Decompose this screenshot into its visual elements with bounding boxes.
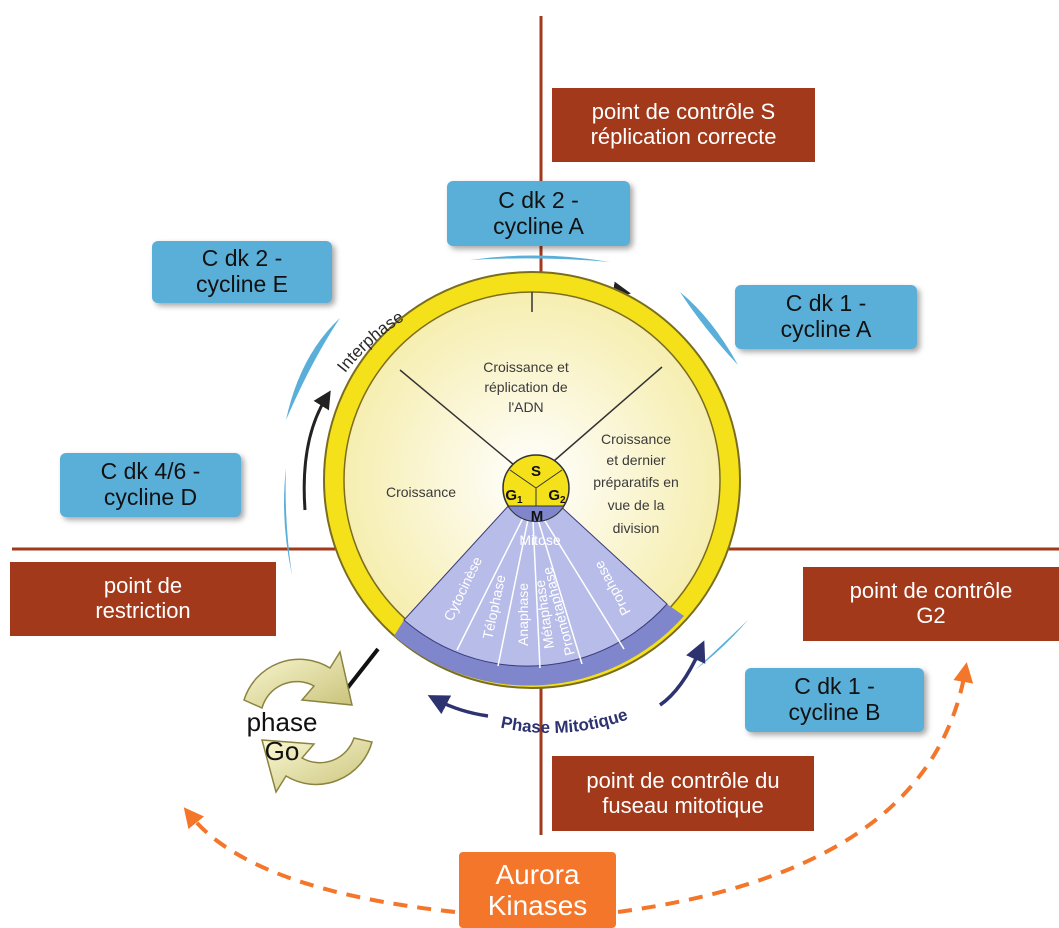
checkpoint-s-line1: point de contrôle S <box>591 99 776 125</box>
phase-anaphase: Anaphase <box>515 583 531 646</box>
s-sector-line2: réplication de <box>484 379 567 395</box>
checkpoint-s-line2: réplication correcte <box>590 124 777 149</box>
checkpoint-restriction-line2: restriction <box>95 598 191 623</box>
aurora-arrow-right <box>617 662 974 914</box>
cyclin-wedge-left <box>284 468 292 575</box>
mitotic-phase-label: Phase Mitotique <box>499 705 630 737</box>
g1-sector-label: Croissance <box>386 484 456 500</box>
checkpoint-spindle-line2: fuseau mitotique <box>602 792 764 818</box>
cdk2-cyclin-e-box: C dk 2 - cycline E <box>152 241 332 303</box>
cyclin-wedge-upper-left <box>286 318 340 420</box>
checkpoint-spindle-box: point de contrôle du fuseau mitotique <box>552 756 814 831</box>
checkpoint-g2-line2: G2 <box>916 603 946 628</box>
mitotic-phase-dividers <box>456 499 625 669</box>
cdk1-cyclin-b-line2: cycline B <box>788 699 881 725</box>
cdk2-cyclin-e-line2: cycline E <box>195 271 289 297</box>
g2-sector-line1: Croissance <box>601 431 671 447</box>
phase-go-label: phase Go <box>226 702 338 772</box>
hub-divider-1 <box>509 469 537 489</box>
cdk1-cyclin-a-line2: cycline A <box>780 316 872 342</box>
cdk2-cyclin-a-box: C dk 2 - cycline A <box>447 181 630 246</box>
checkpoint-g2-box: point de contrôle G2 <box>803 567 1059 641</box>
hub-g1: G1 <box>505 487 523 506</box>
cdk1-cyclin-a-box: C dk 1 - cycline A <box>735 285 917 349</box>
hub-m: M <box>531 508 544 525</box>
checkpoint-g2-line1: point de contrôle <box>849 578 1013 604</box>
checkpoint-restriction-box: point de restriction <box>10 562 276 636</box>
g2-sector-line3: préparatifs en <box>593 474 679 490</box>
aurora-arrow-left <box>183 807 456 914</box>
cdk2-cyclin-a-line2: cycline A <box>493 212 584 239</box>
cdk1-cyclin-b-box: C dk 1 - cycline B <box>745 668 924 732</box>
divider-s-g1 <box>399 369 533 481</box>
cyclin-wedge-top <box>470 255 610 262</box>
cyclin-wedge-lower-right <box>695 620 748 670</box>
checkpoint-s-box: point de contrôle S réplication correcte <box>552 88 815 162</box>
cdk46-cyclin-d-line2: cycline D <box>103 484 198 510</box>
mitose-label: Mitose <box>519 532 560 548</box>
hub-divider-2 <box>535 469 563 489</box>
aurora-line2: Kinases <box>487 890 588 921</box>
phase-go-arrows <box>243 650 373 794</box>
cyclin-wedge-upper-right <box>680 292 738 365</box>
hub-s: S <box>531 463 541 480</box>
aurora-kinases-box: Aurora Kinases <box>459 852 616 928</box>
cdk46-cyclin-d-box: C dk 4/6 - cycline D <box>60 453 241 517</box>
mitotic-arrow-right <box>658 640 706 707</box>
mitotic-arrow <box>427 695 489 718</box>
phase-go-line2: Go <box>264 736 300 766</box>
cdk2-cyclin-e-line1: C dk 2 - <box>201 245 283 272</box>
phase-go-line1: phase <box>246 706 318 737</box>
cdk46-cyclin-d-line1: C dk 4/6 - <box>100 458 201 485</box>
g2-sector-line4: vue de la <box>608 497 665 513</box>
g2-sector-line5: division <box>613 520 660 536</box>
s-sector-line1: Croissance et <box>483 359 569 375</box>
cdk2-cyclin-a-line1: C dk 2 - <box>498 186 579 213</box>
center-hub-m <box>507 505 565 523</box>
s-sector-line3: l'ADN <box>508 399 543 415</box>
hub-g2: G2 <box>548 487 566 506</box>
interphase-arrow <box>302 390 331 511</box>
aurora-line1: Aurora <box>495 858 580 890</box>
cdk1-cyclin-b-line1: C dk 1 - <box>794 673 875 700</box>
g2-sector-line2: et dernier <box>606 452 665 468</box>
cdk1-cyclin-a-line1: C dk 1 - <box>785 290 867 317</box>
checkpoint-spindle-line1: point de contrôle du <box>586 767 780 793</box>
mitotic-band <box>394 604 684 686</box>
checkpoint-restriction-line1: point de <box>103 573 183 599</box>
